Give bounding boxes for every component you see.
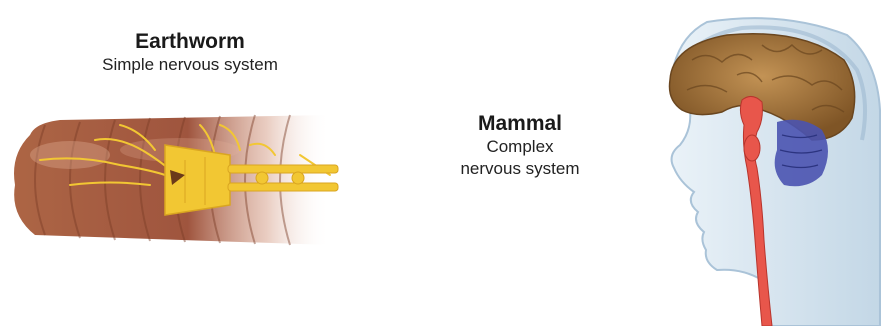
nerve-ganglion [165, 145, 230, 215]
mammal-subtitle-line1: Complex [420, 136, 620, 158]
mammal-title: Mammal [420, 112, 620, 136]
earthworm-caption: Earthworm Simple nervous system [60, 30, 320, 76]
cerebellum [775, 120, 828, 186]
mammal-head-illustration [612, 0, 882, 326]
earthworm-title: Earthworm [60, 30, 320, 54]
earthworm-subtitle: Simple nervous system [60, 54, 320, 76]
earthworm-illustration [0, 95, 350, 295]
mammal-subtitle-line2: nervous system [420, 158, 620, 180]
mammal-caption: Mammal Complex nervous system [420, 112, 620, 180]
